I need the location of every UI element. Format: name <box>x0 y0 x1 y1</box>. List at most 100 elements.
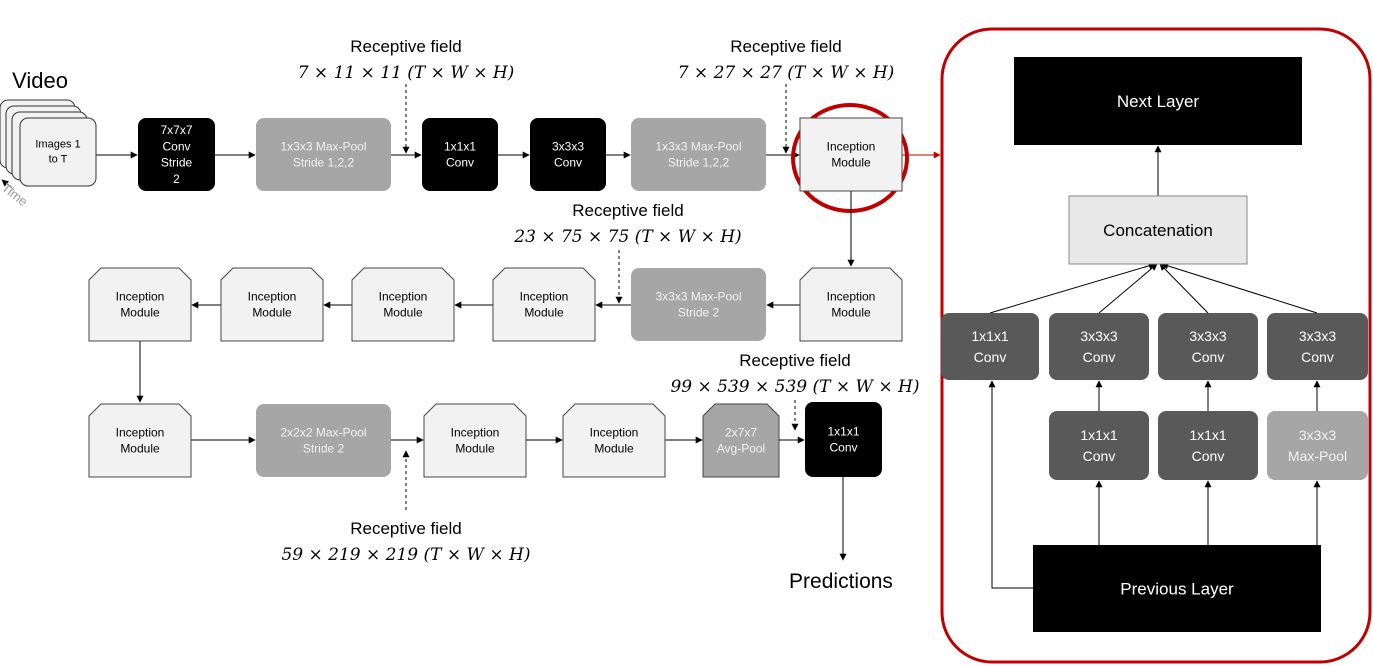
branch2-conv3-shape <box>1049 313 1149 380</box>
rf-1-value: 7 × 11 × 11 (T × W × H) <box>298 63 515 83</box>
inception-row3-a-shape <box>88 403 192 478</box>
video-label: Video <box>12 68 68 93</box>
maxpool-row2-shape <box>631 268 766 341</box>
rf-4-value: 99 × 539 × 539 (T × W × H) <box>670 377 919 397</box>
arrow-b1-concat <box>989 262 1156 314</box>
time-arrow <box>1 179 15 191</box>
rf-4-title: Receptive field <box>739 351 851 370</box>
previous-layer-label: Previous Layer <box>1120 579 1234 598</box>
maxpool-row3-shape <box>256 404 391 477</box>
arrow-b2-concat <box>1098 263 1158 314</box>
arrow-b4-concat <box>1161 262 1318 314</box>
previous-layer-shape <box>1033 545 1321 632</box>
rf-5-value: 59 × 219 × 219 (T × W × H) <box>281 545 530 565</box>
concatenation-shape <box>1068 195 1248 265</box>
next-layer-shape <box>1014 57 1302 145</box>
rf-1-title: Receptive field <box>350 37 462 56</box>
predictions-label: Predictions <box>789 570 893 593</box>
branch3-conv1-shape <box>1158 411 1258 480</box>
branch2-conv1-shape <box>1049 411 1149 480</box>
branch4-conv3-shape <box>1267 313 1368 380</box>
rf-3-title: Receptive field <box>572 201 684 220</box>
maxpool-row1-a-shape <box>256 118 391 191</box>
inception-row2-a-shape <box>799 267 903 342</box>
inception-row2-d-shape <box>220 267 324 342</box>
inception-row3-b-shape <box>423 403 527 478</box>
rf-2-value: 7 × 27 × 27 (T × W × H) <box>678 63 895 83</box>
next-layer: Next Layer <box>1014 57 1302 145</box>
rf-3-value: 23 × 75 × 75 (T × W × H) <box>513 227 741 247</box>
concatenation: Concatenation <box>1068 195 1248 265</box>
inception-row2-b-shape <box>492 267 596 342</box>
avgpool-row3-shape <box>702 403 780 478</box>
previous-layer: Previous Layer <box>1033 545 1321 632</box>
branch1-conv1-shape <box>941 313 1039 380</box>
inception-row2-e-shape <box>88 267 192 342</box>
concatenation-label: Concatenation <box>1103 221 1213 240</box>
maxpool-row1-b-shape <box>631 118 766 191</box>
branch4-maxpool-shape <box>1267 411 1368 480</box>
highlight-ellipse <box>791 103 909 213</box>
next-layer-label: Next Layer <box>1117 92 1200 111</box>
branch3-conv3-shape <box>1158 313 1258 380</box>
conv3-row1-shape <box>530 118 606 191</box>
video-frame-front-shape <box>19 117 97 187</box>
conv1-row1-shape <box>422 118 498 191</box>
inception-row2-c-shape <box>351 267 455 342</box>
inception-row3-c-shape <box>562 403 666 478</box>
rf-5-title: Receptive field <box>350 519 462 538</box>
